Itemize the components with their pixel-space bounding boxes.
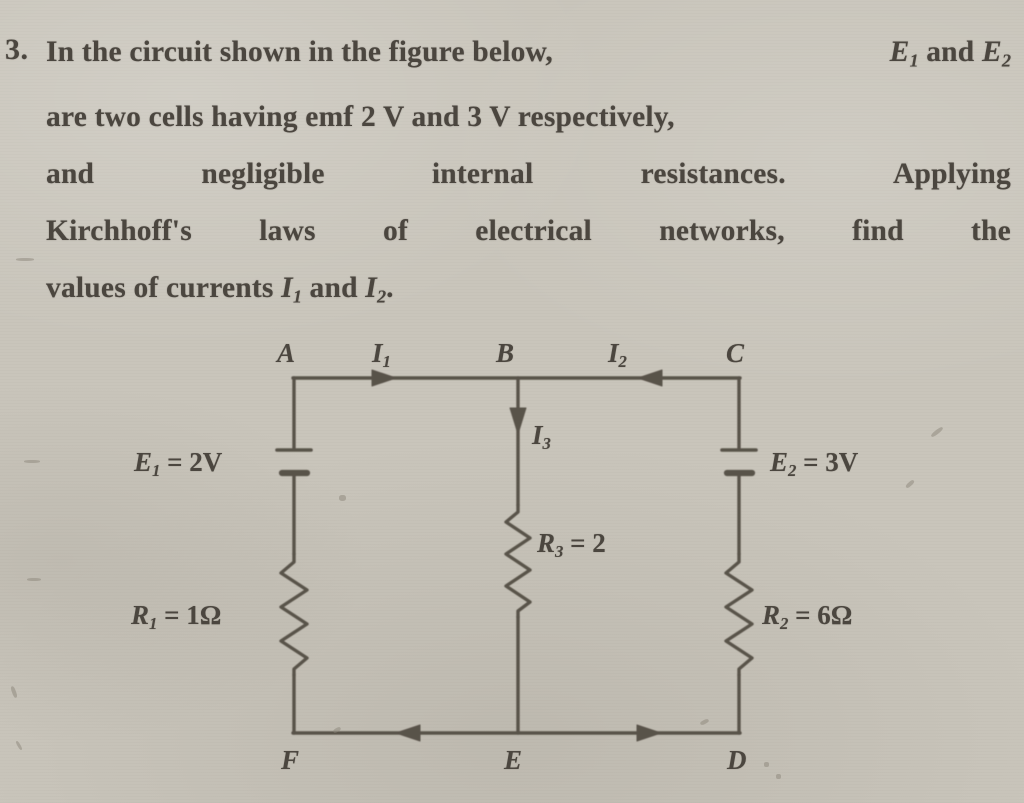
e1-symbol: E (134, 447, 153, 477)
current-i1-subscript: 1 (382, 352, 391, 372)
conjunction-and: and (918, 36, 982, 68)
node-label-d: D (727, 745, 747, 775)
node-label-a: A (277, 338, 296, 368)
question-body: In the circuit shown in the figure below… (46, 24, 1011, 326)
current-i3-symbol: I (532, 420, 543, 450)
r2-value: = 6Ω (788, 600, 853, 630)
emf-1-symbol: E (889, 36, 910, 68)
question-number: 3. (5, 33, 29, 66)
component-label-r1: R1 = 1Ω (131, 600, 221, 634)
current-1-symbol: I (281, 272, 293, 305)
node-label-c: C (726, 338, 745, 368)
current-i1-symbol: I (372, 338, 383, 368)
emf-1-subscript: 1 (909, 50, 919, 71)
current-i2-subscript: 2 (618, 352, 627, 372)
question-line-5-text: values of currents (46, 272, 282, 305)
question-line-3-word-0: and (46, 158, 95, 191)
current-label-i1: I1 (372, 338, 391, 372)
current-2-subscript: 2 (376, 286, 387, 307)
current-1-subscript: 1 (292, 286, 302, 307)
question-line-4-word-1: laws (259, 215, 316, 248)
question-line-3-word-1: negligible (201, 158, 325, 191)
resistor-r2-zigzag (724, 552, 754, 677)
r2-symbol: R (762, 600, 781, 630)
component-label-r2: R2 = 6Ω (762, 600, 852, 634)
question-line-4-word-5: find (852, 215, 904, 248)
arrowhead-bottom-right (636, 724, 662, 742)
question-line-2: are two cells having emf 2 V and 3 V res… (46, 101, 675, 134)
r1-symbol: R (131, 600, 150, 630)
r3-symbol: R (537, 528, 556, 558)
question-line-1-text: In the circuit shown in the figure below… (46, 36, 554, 68)
component-label-e2: E2 = 3V (770, 447, 858, 481)
component-label-e1: E1 = 2V (134, 447, 222, 481)
current-i2-symbol: I (608, 338, 619, 368)
e2-value: = 3V (796, 447, 859, 477)
arrowhead-i3-down (509, 407, 527, 435)
r2-subscript: 2 (780, 614, 789, 634)
r1-subscript: 1 (149, 614, 158, 634)
question-line-3-word-2: internal (431, 158, 534, 191)
arrowhead-i2-left (637, 369, 663, 387)
current-2-symbol: I (365, 272, 377, 305)
e2-subscript: 2 (788, 461, 797, 481)
question-line-4-word-3: electrical (475, 215, 592, 248)
e2-symbol: E (770, 447, 789, 477)
node-label-f: F (281, 745, 300, 775)
node-label-e: E (504, 745, 523, 775)
question-line-3-word-4: Applying (892, 158, 1011, 191)
emf-2-symbol: E (981, 36, 1002, 68)
current-i3-subscript: 3 (542, 434, 551, 454)
component-label-r3: R3 = 2 (537, 528, 606, 562)
question-text-block: 3. In the circuit shown in the figure be… (0, 24, 1014, 324)
question-line-4-word-2: of (383, 215, 408, 248)
current-label-i2: I2 (608, 338, 627, 372)
arrowhead-bottom-left (395, 724, 421, 742)
question-line-4-word-4: networks, (659, 215, 785, 248)
r1-value: = 1Ω (157, 600, 222, 630)
question-line-1: In the circuit shown in the figure below… (46, 24, 1011, 89)
question-line-5: values of currents I1 and I2. (46, 260, 1011, 325)
question-line-4-word-0: Kirchhoff's (46, 215, 192, 248)
node-label-b: B (496, 338, 515, 368)
emf-2-subscript: 2 (1001, 50, 1011, 71)
question-line-4: Kirchhoff's laws of electrical networks,… (46, 203, 1011, 260)
r3-value: = 2 (563, 528, 606, 558)
question-line-5-and: and (301, 272, 366, 305)
question-line-3-word-3: resistances. (640, 158, 786, 191)
circuit-diagram: A B C F E D I1 I2 I3 E1 = 2V E2 = 3V R1 … (0, 330, 1024, 803)
e1-value: = 2V (160, 447, 223, 477)
current-label-i3: I3 (532, 420, 551, 454)
resistor-r3-zigzag (504, 503, 532, 619)
question-line-1-symbols: E1 and E2 (890, 24, 1011, 89)
question-line-4-word-6: the (971, 215, 1011, 248)
question-line-3: and negligible internal resistances. App… (46, 146, 1011, 203)
circuit-schematic-svg (275, 369, 758, 742)
e1-subscript: 1 (152, 461, 161, 481)
resistor-r1-zigzag (279, 552, 309, 677)
arrowhead-i1-right (371, 369, 397, 387)
question-line-5-period: . (386, 272, 394, 305)
r3-subscript: 3 (555, 542, 564, 562)
